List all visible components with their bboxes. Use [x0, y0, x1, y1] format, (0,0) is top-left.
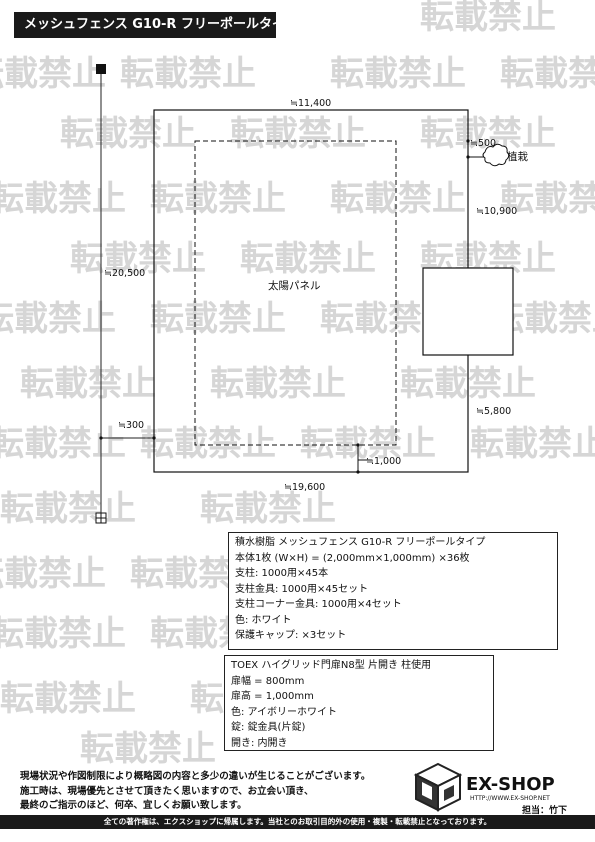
fence-spec-line: 支柱金具: 1000用×45セット	[235, 583, 369, 595]
fence-spec-line: 保護キャップ: ×3セット	[235, 630, 347, 641]
watermark-text: 転載禁止	[0, 679, 136, 719]
dim-left-label: ≒20,500	[104, 268, 145, 279]
watermark-text: 転載禁止	[0, 489, 136, 529]
gate-spec-line: 錠: 錠金具(片錠)	[231, 722, 306, 733]
watermark-text: 転載禁止	[330, 179, 466, 219]
logo-name: EX-SHOP	[466, 774, 555, 795]
disclaimer-notes: 現場状況や作図制限により概略図の内容と多少の違いが生じることがございます。 施工…	[20, 770, 420, 814]
watermark-text: 転載禁止	[470, 424, 595, 464]
gate-spec-line: 色: アイボリーホワイト	[231, 706, 338, 718]
watermark-text: 転載禁止	[150, 299, 286, 339]
watermark-text: 転載禁止	[200, 489, 336, 529]
watermark-text: 転載禁止	[140, 424, 276, 464]
dim-1000-label: ≒1,000	[366, 456, 401, 467]
fence-spec-line: 本体1枚 (W×H) = (2,000mm×1,000mm) ×36枚	[235, 552, 470, 564]
note-line: 現場状況や作図制限により概略図の内容と多少の違いが生じることがございます。	[20, 771, 371, 782]
watermark-text: 転載禁止	[0, 299, 116, 339]
watermark-text: 転載禁止	[230, 114, 366, 154]
plant-shrub-icon	[482, 143, 510, 167]
gate-spec-box: TOEX ハイグリッド門扉N8型 片開き 柱使用 扉幅 = 800mm 扉高 =…	[224, 655, 494, 751]
solar-panel-area	[194, 140, 397, 446]
watermark-text: 転載禁止	[300, 424, 436, 464]
fence-spec-box: 積水樹脂 メッシュフェンス G10-R フリーポールタイプ 本体1枚 (W×H)…	[228, 532, 558, 650]
watermark-text: 転載禁止	[0, 424, 126, 464]
fence-spec-line: 色: ホワイト	[235, 614, 292, 626]
logo-url: HTTP://WWW.EX-SHOP.NET	[470, 795, 550, 802]
watermark-text: 転載禁止	[0, 179, 126, 219]
watermark-text: 転載禁止	[0, 614, 126, 654]
start-marker-square	[96, 64, 106, 74]
watermark-text: 転載禁止	[70, 239, 206, 279]
note-line: 最終のご指示のほど、何卒、宜しくお願い致します。	[20, 800, 247, 811]
dim-top-label: ≒11,400	[290, 98, 331, 109]
gate-spec-line: 扉幅 = 800mm	[231, 675, 305, 687]
watermark-text: 転載禁止	[0, 54, 106, 94]
dim-right-lower-label: ≒5,800	[476, 406, 511, 417]
gate-box	[422, 267, 514, 356]
fence-spec-line: 支柱コーナー金具: 1000用×4セット	[235, 599, 402, 610]
fence-spec-line: 支柱: 1000用×45本	[235, 568, 329, 579]
gate-spec-line: 開き: 内開き	[231, 737, 288, 749]
ex-shop-logo-cube-icon	[413, 762, 463, 812]
dim-right-upper-label: ≒10,900	[476, 206, 517, 217]
watermark-text: 転載禁止	[210, 364, 346, 404]
watermark-text: 転載禁止	[330, 54, 466, 94]
page-title: メッシュフェンス G10-R フリーポールタイプ	[14, 12, 298, 38]
watermark-text: 転載禁止	[0, 554, 106, 594]
watermark-text: 転載禁止	[60, 114, 196, 154]
watermark-text: 転載禁止	[240, 239, 376, 279]
watermark-text: 転載禁止	[120, 54, 256, 94]
end-marker-grid	[95, 512, 107, 524]
copyright-footer: 全ての著作権は、エクスショップに帰属します。当社とのお取引目的外の使用・複製・転…	[0, 815, 595, 829]
watermark-text: 転載禁止	[80, 729, 216, 769]
watermark-text: 転載禁止	[420, 0, 556, 37]
note-line: 施工時は、現場優先とさせて頂きたく思いますので、お立会い頂き、	[20, 785, 314, 797]
dim-500-label: ≒500	[470, 138, 496, 149]
fence-spec-line: 積水樹脂 メッシュフェンス G10-R フリーポールタイプ	[235, 537, 486, 548]
watermark-text: 転載禁止	[20, 364, 156, 404]
watermark-text: 転載禁止	[150, 179, 286, 219]
solar-panel-label: 太陽パネル	[268, 279, 321, 292]
gate-spec-line: TOEX ハイグリッド門扉N8型 片開き 柱使用	[231, 660, 432, 671]
dim-bottom-label: ≒19,600	[284, 482, 325, 493]
plant-label: 植栽	[507, 150, 528, 163]
staff-in-charge: 担当：竹下	[522, 806, 568, 816]
dim-300-label: ≒300	[118, 420, 144, 431]
watermark-text: 転載禁止	[500, 54, 595, 94]
watermark-text: 転載禁止	[500, 179, 595, 219]
gate-spec-line: 扉高 = 1,000mm	[231, 691, 314, 702]
